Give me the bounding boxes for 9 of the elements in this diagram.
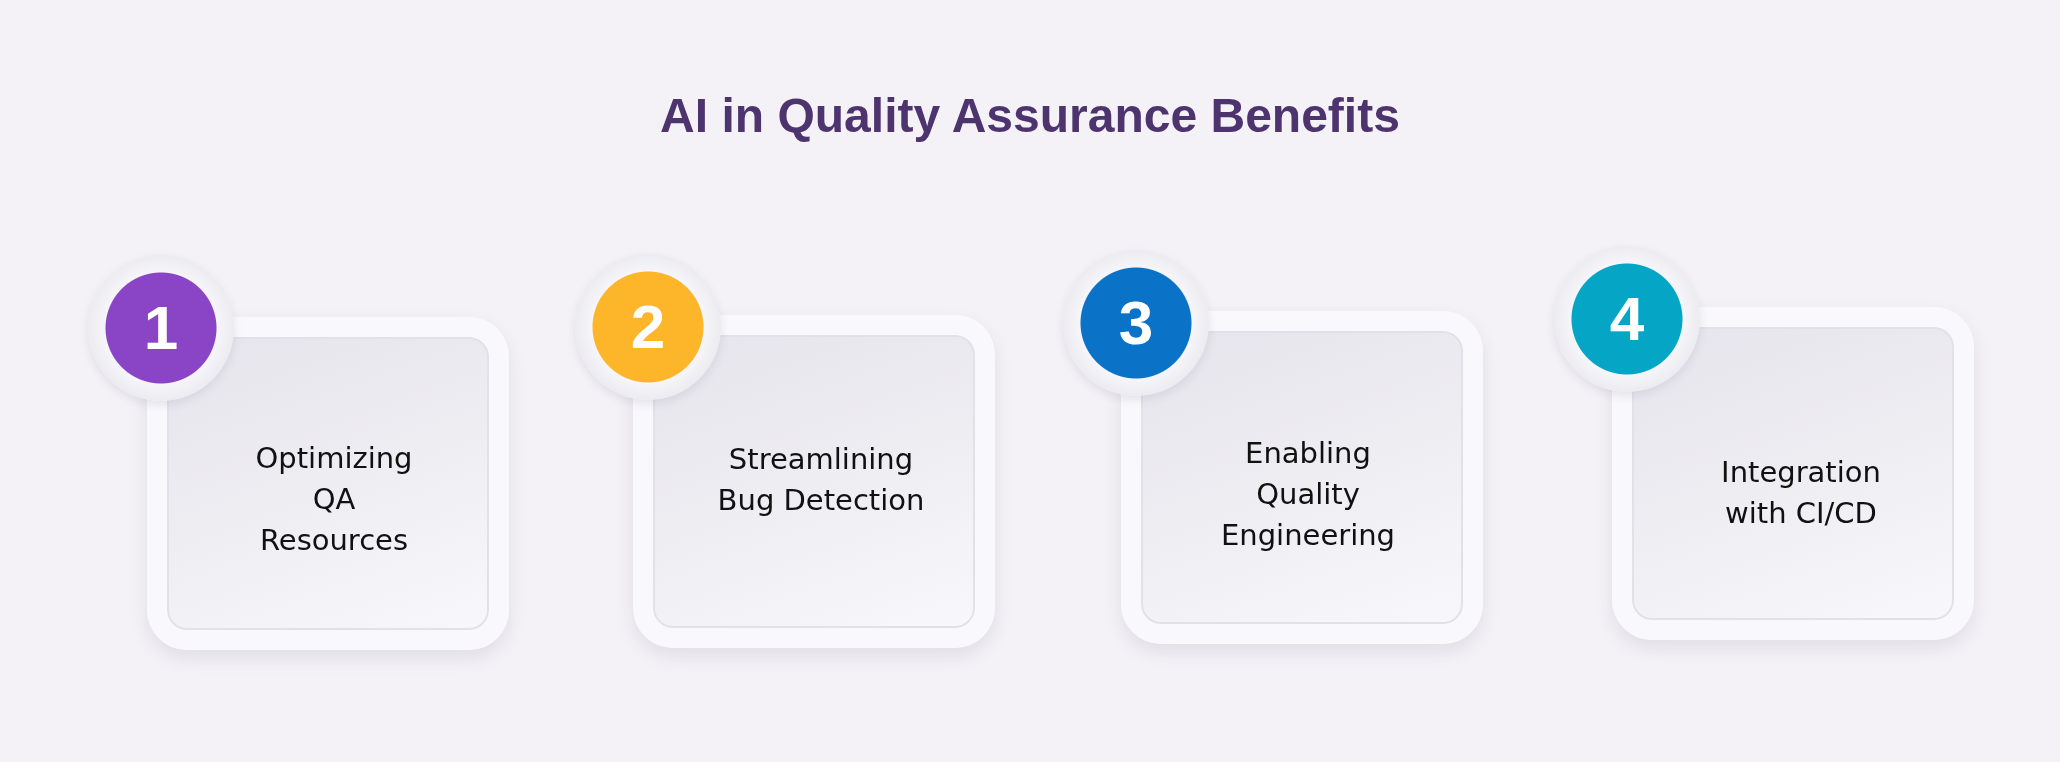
step-text: Integration with CI/CD [1720, 454, 1882, 532]
step-text: Streamlining Bug Detection [716, 441, 926, 519]
step-number: 2 [630, 296, 666, 358]
step-number: 3 [1118, 292, 1154, 354]
step-text: Optimizing QA Resources [254, 439, 414, 559]
step-number: 4 [1609, 288, 1645, 350]
step-text: Enabling Quality Engineering [1220, 434, 1396, 554]
step-number: 1 [143, 297, 179, 359]
diagram-title: AI in Quality Assurance Benefits [660, 88, 1400, 144]
